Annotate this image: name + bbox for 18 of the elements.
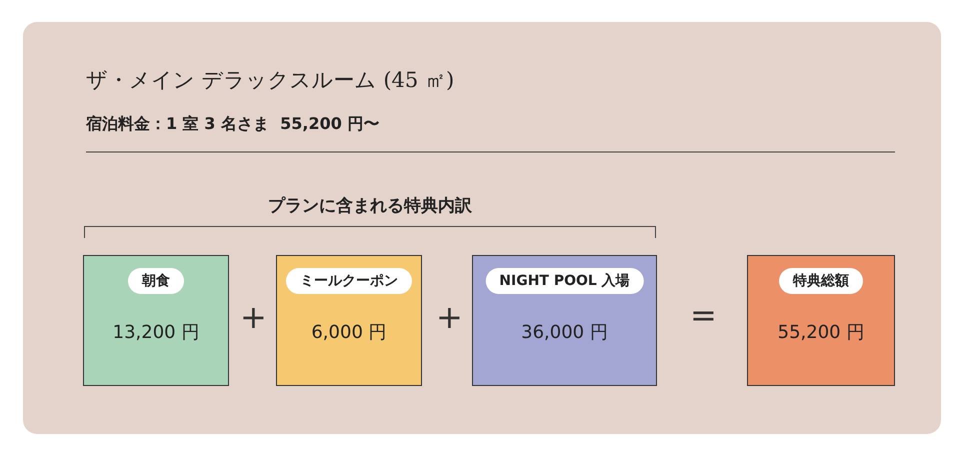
amount-text: 55,200 円 [778, 322, 864, 343]
category-label: ミールクーポン [286, 268, 412, 294]
subtitle-text: 宿泊料金：1 室 3 名さま 55,200 円〜 [86, 114, 380, 135]
amount-text: 13,200 円 [112, 322, 200, 343]
equals-sign: = [690, 296, 717, 334]
benefit-box [472, 255, 657, 386]
plus-sign: + [240, 298, 267, 336]
amount-text: 36,000 円 [521, 322, 608, 343]
bracket-label: プランに含まれる特典内訳 [267, 195, 473, 217]
category-label: 朝食 [128, 268, 184, 294]
category-label: 特典総額 [779, 268, 863, 294]
plus-sign: + [436, 298, 463, 336]
benefit-box [276, 255, 422, 386]
total-box [747, 255, 895, 386]
amount-text: 6,000 円 [311, 322, 387, 343]
category-label: NIGHT POOL 入場 [485, 268, 644, 294]
title-text: ザ・メイン デラックスルーム (45 ㎡) [86, 67, 454, 94]
benefit-box [83, 255, 229, 386]
